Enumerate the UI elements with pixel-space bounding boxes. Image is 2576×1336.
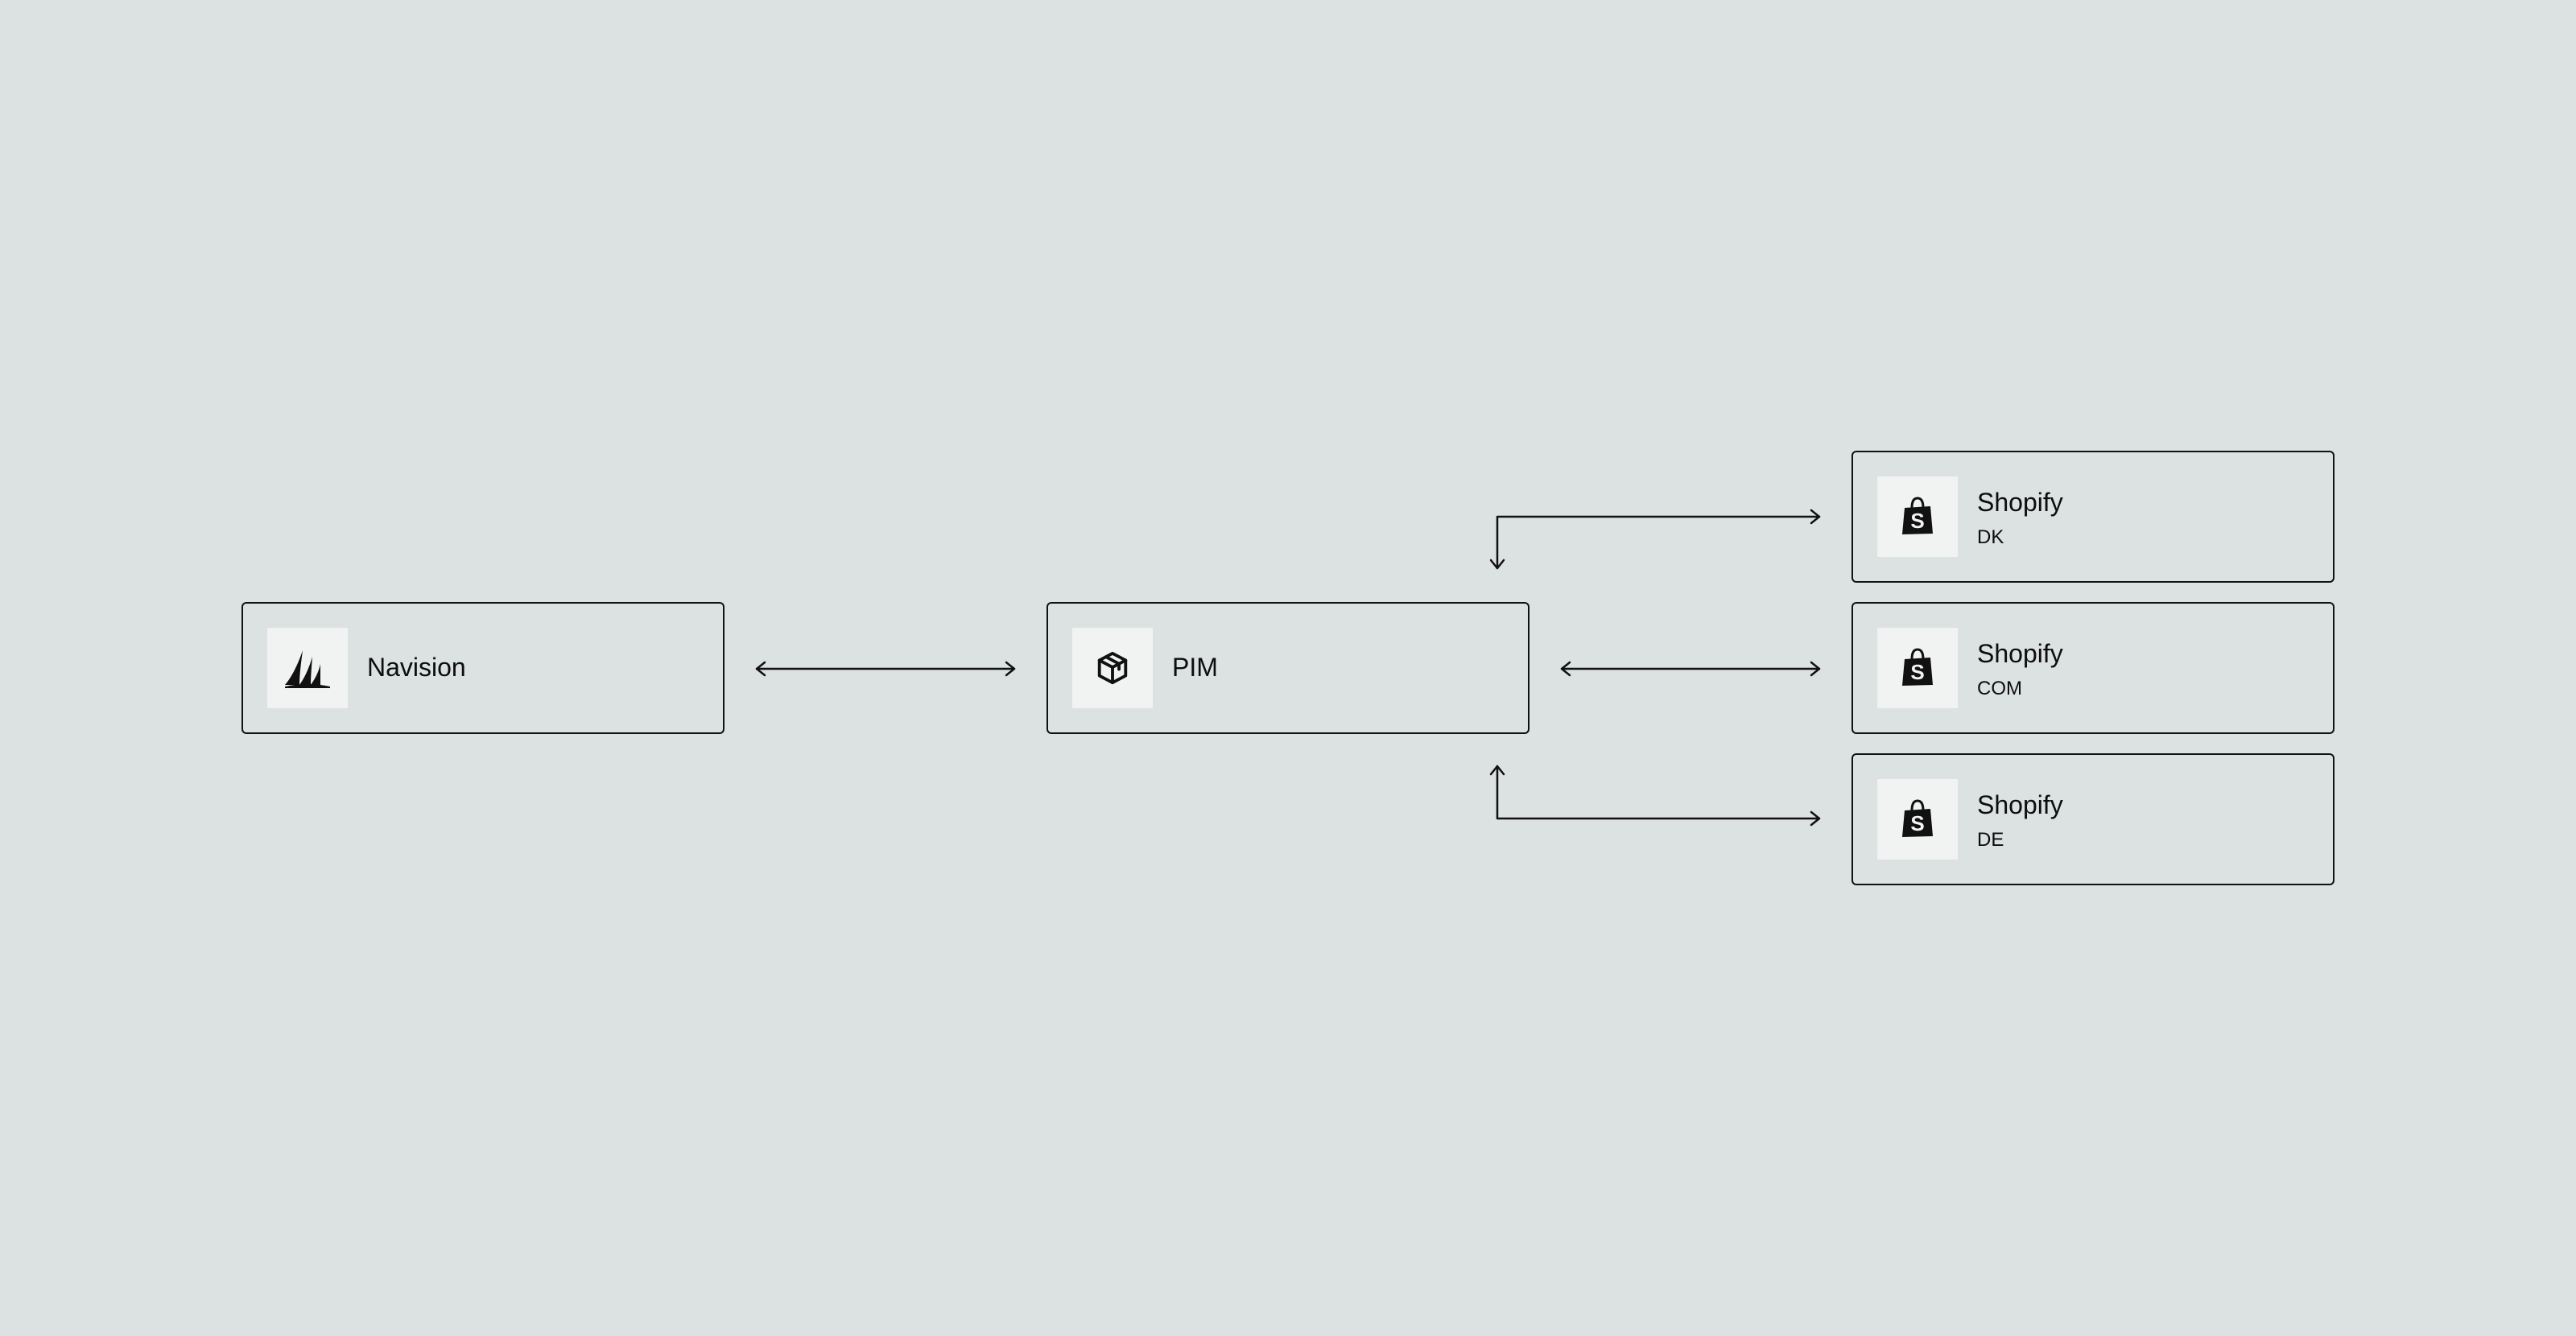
node-title: PIM bbox=[1172, 653, 1218, 682]
edge-navision-pim bbox=[755, 661, 1016, 677]
node-pim: PIM bbox=[1046, 602, 1530, 734]
package-cube-icon bbox=[1072, 628, 1153, 708]
edge-pim-shopify-com bbox=[1560, 661, 1821, 677]
node-subtitle: DK bbox=[1977, 526, 2004, 548]
svg-text:S: S bbox=[1910, 509, 1924, 533]
dynamics-sails-icon bbox=[267, 628, 348, 708]
edge-pim-shopify-dk bbox=[1489, 509, 1821, 570]
node-shopify-com: S Shopify COM bbox=[1852, 602, 2334, 734]
edge-pim-shopify-de bbox=[1489, 765, 1821, 827]
node-title: Shopify bbox=[1977, 639, 2063, 668]
shopify-bag-icon: S bbox=[1877, 628, 1958, 708]
node-subtitle: DE bbox=[1977, 829, 2004, 851]
node-shopify-de: S Shopify DE bbox=[1852, 753, 2334, 885]
node-title: Navision bbox=[367, 653, 466, 682]
node-title: Shopify bbox=[1977, 488, 2063, 517]
shopify-bag-icon: S bbox=[1877, 476, 1958, 557]
shopify-bag-icon: S bbox=[1877, 779, 1958, 860]
node-navision: Navision bbox=[242, 602, 724, 734]
node-shopify-dk: S Shopify DK bbox=[1852, 451, 2334, 583]
node-subtitle: COM bbox=[1977, 678, 2022, 699]
node-title: Shopify bbox=[1977, 790, 2063, 819]
svg-text:S: S bbox=[1910, 811, 1924, 835]
svg-text:S: S bbox=[1910, 660, 1924, 684]
